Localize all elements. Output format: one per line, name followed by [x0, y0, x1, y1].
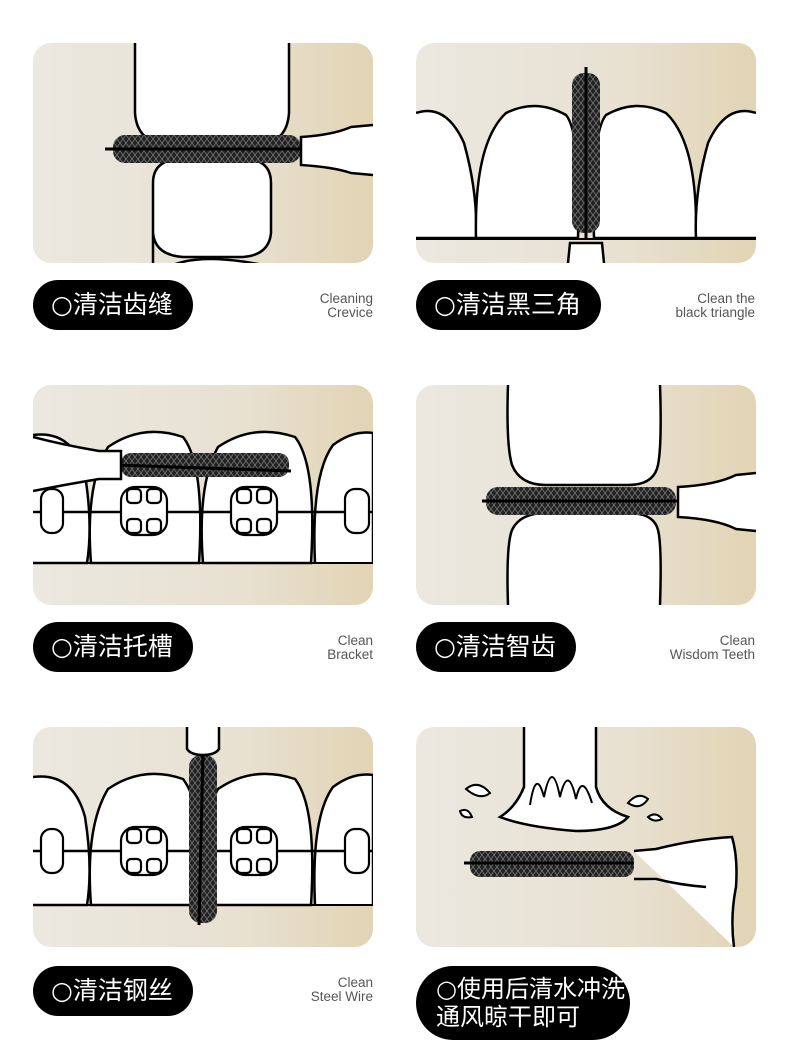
illustration-rinse-and-dry [416, 727, 756, 947]
illustration-clean-bracket [33, 385, 373, 605]
illustration-wisdom-teeth [416, 385, 756, 605]
caption-line: Crevice [327, 305, 373, 320]
caption-line: Clean [337, 975, 373, 990]
card-title-pill: ○清洁黑三角 [416, 280, 601, 330]
caption-line: black triangle [675, 305, 755, 320]
title-line: ○使用后清水冲洗 [436, 975, 625, 1003]
card-english-caption: Clean Wisdom Teeth [555, 634, 755, 662]
illustration-steel-wire [33, 727, 373, 947]
caption-line: Clean [719, 633, 755, 648]
card-english-caption: Cleaning Crevice [173, 292, 373, 320]
caption-line: Steel Wire [310, 989, 373, 1004]
illustration-cleaning-crevice [33, 43, 373, 263]
caption-line: Wisdom Teeth [669, 647, 755, 662]
card-title-pill: ○清洁钢丝 [33, 966, 193, 1016]
caption-line: Cleaning [319, 291, 373, 306]
caption-line: Clean the [697, 291, 755, 306]
card-title-pill: ○清洁齿缝 [33, 280, 193, 330]
card-english-caption: Clean Steel Wire [173, 976, 373, 1004]
card-english-caption: Clean Bracket [173, 634, 373, 662]
caption-line: Clean [337, 633, 373, 648]
card-title-pill: ○清洁智齿 [416, 622, 576, 672]
card-title-pill: ○使用后清水冲洗 通风晾干即可 [416, 966, 630, 1040]
caption-line: Bracket [327, 647, 373, 662]
card-title-pill: ○清洁托槽 [33, 622, 193, 672]
card-english-caption: Clean the black triangle [555, 292, 755, 320]
illustration-black-triangle [416, 43, 756, 263]
title-line: 通风晾干即可 [436, 1003, 580, 1031]
